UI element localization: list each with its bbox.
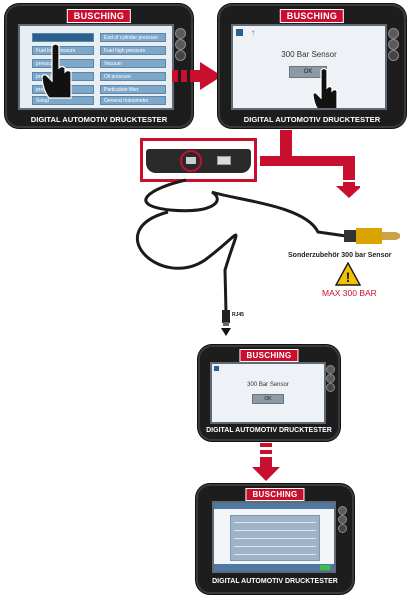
hand-pointer-icon xyxy=(42,43,72,99)
menu-item[interactable]: End of cylinder pressure xyxy=(100,33,166,42)
device-2-dialog: BUSCHING ↑ 300 Bar Sensor OK DIGITAL AUT… xyxy=(218,4,406,128)
warning-triangle-icon: ! xyxy=(335,262,361,286)
dialog-title: 300 Bar Sensor xyxy=(281,50,337,59)
menu-item[interactable]: Vacuum xyxy=(100,59,166,68)
power-button[interactable] xyxy=(175,50,186,61)
brand-logo: BUSCHING xyxy=(66,9,132,23)
side-button[interactable] xyxy=(326,365,335,374)
power-button[interactable] xyxy=(338,524,347,533)
arrow-up-icon: ↑ xyxy=(251,28,255,37)
side-button[interactable] xyxy=(326,374,335,383)
device-1-screen: Fuel low pressure pressure pressure pres… xyxy=(18,24,174,110)
side-button[interactable] xyxy=(388,39,399,50)
usb-port-icon xyxy=(217,156,231,165)
bottom-toolbar xyxy=(214,564,334,571)
hand-pointer-icon xyxy=(313,68,338,108)
max-pressure-label: MAX 300 BAR xyxy=(322,288,377,298)
side-button[interactable] xyxy=(338,506,347,515)
brand-logo: BUSCHING xyxy=(279,9,345,23)
device-4-screen xyxy=(212,501,336,573)
flow-arrow-right-icon xyxy=(172,62,222,90)
device-2-screen: ↑ 300 Bar Sensor OK xyxy=(231,24,387,110)
device-footer: DIGITAL AUTOMOTIV DRUCKTESTER xyxy=(206,427,332,434)
brand-logo: BUSCHING xyxy=(239,349,299,362)
device-footer: DIGITAL AUTOMOTIV DRUCKTESTER xyxy=(243,115,381,124)
brand-logo: BUSCHING xyxy=(245,488,305,501)
back-icon[interactable] xyxy=(236,29,243,36)
device-3-screen: 300 Bar Sensor OK xyxy=(210,362,326,424)
device-footer: DIGITAL AUTOMOTIV DRUCKTESTER xyxy=(212,578,338,585)
connector-bar xyxy=(260,130,360,198)
status-indicator xyxy=(320,565,330,570)
device-3-dialog: BUSCHING 300 Bar Sensor OK DIGITAL AUTOM… xyxy=(198,345,340,441)
warning-symbol: ! xyxy=(346,269,351,285)
side-button[interactable] xyxy=(338,515,347,524)
menu-item[interactable] xyxy=(32,33,94,42)
port-panel xyxy=(140,138,257,182)
rj45-port-icon xyxy=(180,150,202,172)
ok-button[interactable]: OK xyxy=(252,394,284,404)
rj45-label: RJ45 xyxy=(232,312,244,318)
side-button[interactable] xyxy=(388,28,399,39)
menu-item[interactable]: General manometer xyxy=(100,96,166,105)
flow-arrow-down-icon xyxy=(252,443,280,481)
power-button[interactable] xyxy=(388,50,399,61)
device-1-menu: BUSCHING Fuel low pressure pressure pres… xyxy=(5,4,193,128)
data-table xyxy=(230,515,320,561)
device-4-measure: BUSCHING DIGITAL AUTOMOTIV DRUCKTESTER xyxy=(196,484,354,594)
device-footer: DIGITAL AUTOMOTIV DRUCKTESTER xyxy=(30,115,168,124)
side-button[interactable] xyxy=(175,39,186,50)
menu-item[interactable]: Oil pressure xyxy=(100,72,166,81)
back-icon[interactable] xyxy=(214,366,219,371)
tab-bar xyxy=(214,503,334,509)
sensor-label: Sonderzubehör 300 bar Sensor xyxy=(288,252,392,259)
menu-item[interactable]: Particulate filter xyxy=(100,85,166,94)
side-button[interactable] xyxy=(175,28,186,39)
power-button[interactable] xyxy=(326,383,335,392)
menu-item[interactable]: Fuel high pressure xyxy=(100,46,166,55)
dialog-title: 300 Bar Sensor xyxy=(247,382,289,388)
